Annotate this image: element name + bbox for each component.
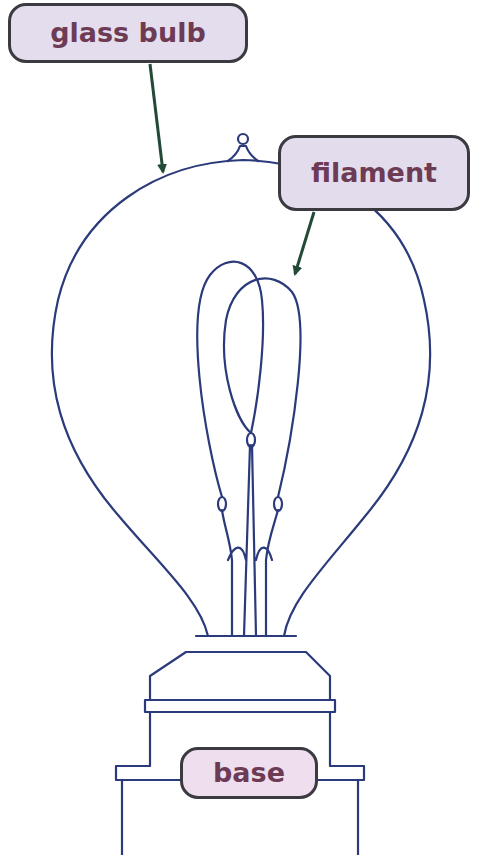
label-box: filament: [278, 135, 470, 211]
wire-hook: [274, 497, 282, 511]
leader-line: [295, 212, 314, 274]
bulb-tip: [228, 146, 258, 161]
glass-bulb-outline: [52, 160, 430, 636]
part-label: filament: [311, 158, 437, 188]
filament-loop: [197, 262, 263, 497]
base-collar: [150, 636, 330, 700]
leader-line: [150, 64, 163, 172]
base-screw: [116, 712, 364, 855]
part-label: glass bulb: [50, 18, 205, 48]
base-flange: [145, 700, 335, 712]
wire-hook: [218, 497, 226, 511]
part-label: base: [213, 758, 285, 788]
label-box: glass bulb: [8, 3, 248, 63]
bulb-tip-knob: [238, 134, 248, 144]
wire-hook: [247, 433, 255, 447]
filament-loop: [224, 278, 300, 497]
support-wires: [222, 445, 278, 636]
label-box: base: [180, 747, 318, 799]
